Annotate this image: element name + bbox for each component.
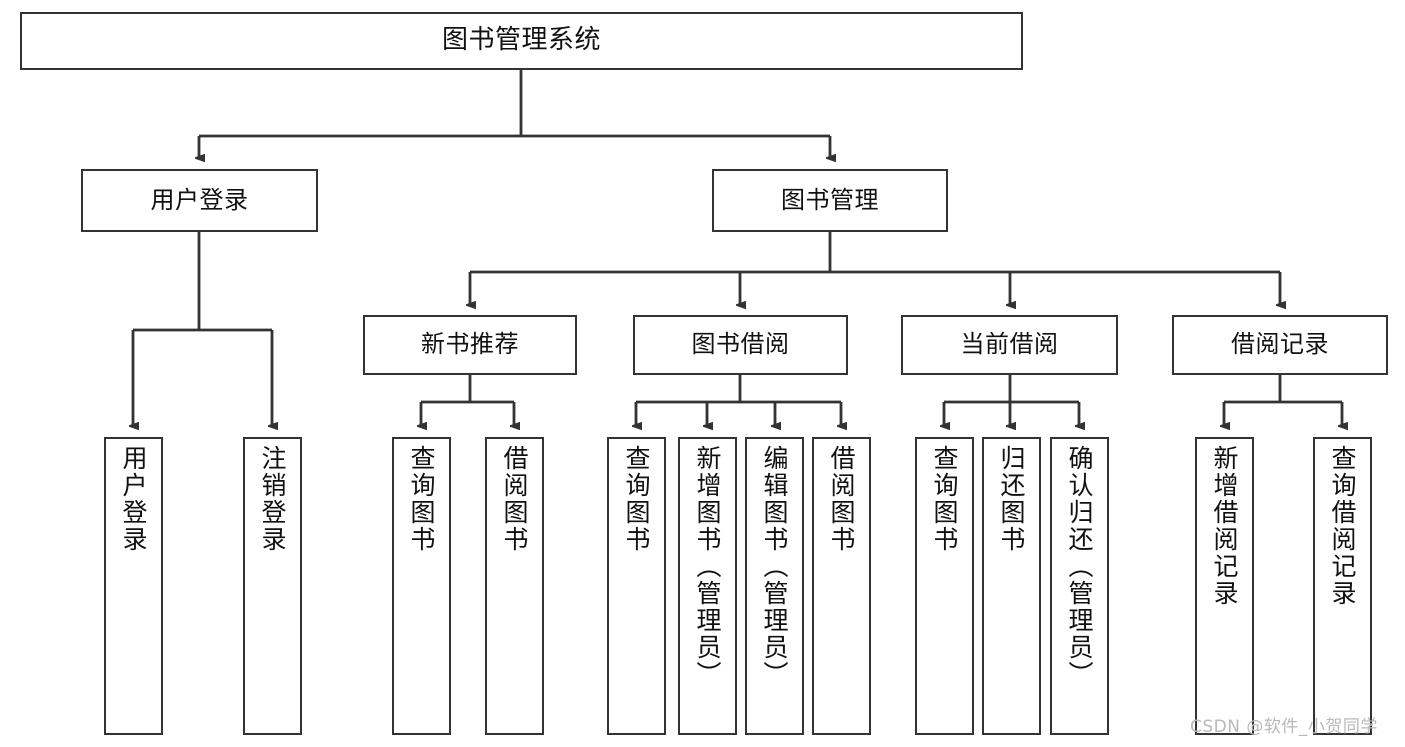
node-leaf-borrow-book-label: 借阅图书 <box>827 445 856 553</box>
node-current-borrow[interactable]: 当前借阅 <box>901 315 1118 375</box>
node-current-borrow-label: 当前借阅 <box>960 330 1059 359</box>
node-leaf-edit-book-admin[interactable]: 编辑图书（管理员） <box>745 437 804 735</box>
node-book-management-label: 图书管理 <box>781 185 879 214</box>
node-leaf-query-book-borrow[interactable]: 查询图书 <box>607 437 666 735</box>
node-root[interactable]: 图书管理系统 <box>20 12 1023 70</box>
node-leaf-query-borrow-record-label: 查询借阅记录 <box>1328 445 1357 607</box>
node-borrow-records-label: 借阅记录 <box>1231 330 1329 359</box>
node-leaf-query-book-newbook[interactable]: 查询图书 <box>392 437 451 735</box>
node-leaf-user-login-label: 用户登录 <box>119 445 148 553</box>
node-leaf-query-borrow-record[interactable]: 查询借阅记录 <box>1313 437 1372 735</box>
node-leaf-logout[interactable]: 注销登录 <box>243 437 302 735</box>
node-leaf-add-book-admin[interactable]: 新增图书（管理员） <box>678 437 737 735</box>
node-leaf-borrow-book-newbook-label: 借阅图书 <box>500 445 529 553</box>
node-leaf-add-borrow-record-label: 新增借阅记录 <box>1210 445 1239 607</box>
node-leaf-query-book-current-label: 查询图书 <box>930 445 959 553</box>
node-new-book-recommend[interactable]: 新书推荐 <box>363 315 577 375</box>
node-root-label: 图书管理系统 <box>441 25 601 56</box>
node-leaf-confirm-return-admin-label: 确认归还（管理员） <box>1065 445 1094 688</box>
node-book-borrow[interactable]: 图书借阅 <box>633 315 848 375</box>
node-user-login-label: 用户登录 <box>150 185 249 214</box>
node-leaf-query-book-current[interactable]: 查询图书 <box>915 437 974 735</box>
node-leaf-logout-label: 注销登录 <box>258 445 287 553</box>
node-leaf-borrow-book-newbook[interactable]: 借阅图书 <box>485 437 544 735</box>
node-user-login[interactable]: 用户登录 <box>81 169 318 232</box>
node-book-borrow-label: 图书借阅 <box>691 330 790 359</box>
node-leaf-user-login[interactable]: 用户登录 <box>104 437 163 735</box>
node-leaf-return-book-label: 归还图书 <box>997 445 1026 553</box>
node-leaf-confirm-return-admin[interactable]: 确认归还（管理员） <box>1050 437 1109 735</box>
node-leaf-query-book-newbook-label: 查询图书 <box>407 445 436 553</box>
node-leaf-borrow-book[interactable]: 借阅图书 <box>812 437 871 735</box>
node-borrow-records[interactable]: 借阅记录 <box>1172 315 1388 375</box>
node-leaf-add-borrow-record[interactable]: 新增借阅记录 <box>1195 437 1254 735</box>
node-book-management[interactable]: 图书管理 <box>712 169 948 232</box>
node-leaf-edit-book-admin-label: 编辑图书（管理员） <box>760 445 789 688</box>
node-leaf-return-book[interactable]: 归还图书 <box>982 437 1041 735</box>
node-new-book-recommend-label: 新书推荐 <box>421 330 519 359</box>
node-leaf-add-book-admin-label: 新增图书（管理员） <box>693 445 722 688</box>
node-leaf-query-book-borrow-label: 查询图书 <box>622 445 651 553</box>
